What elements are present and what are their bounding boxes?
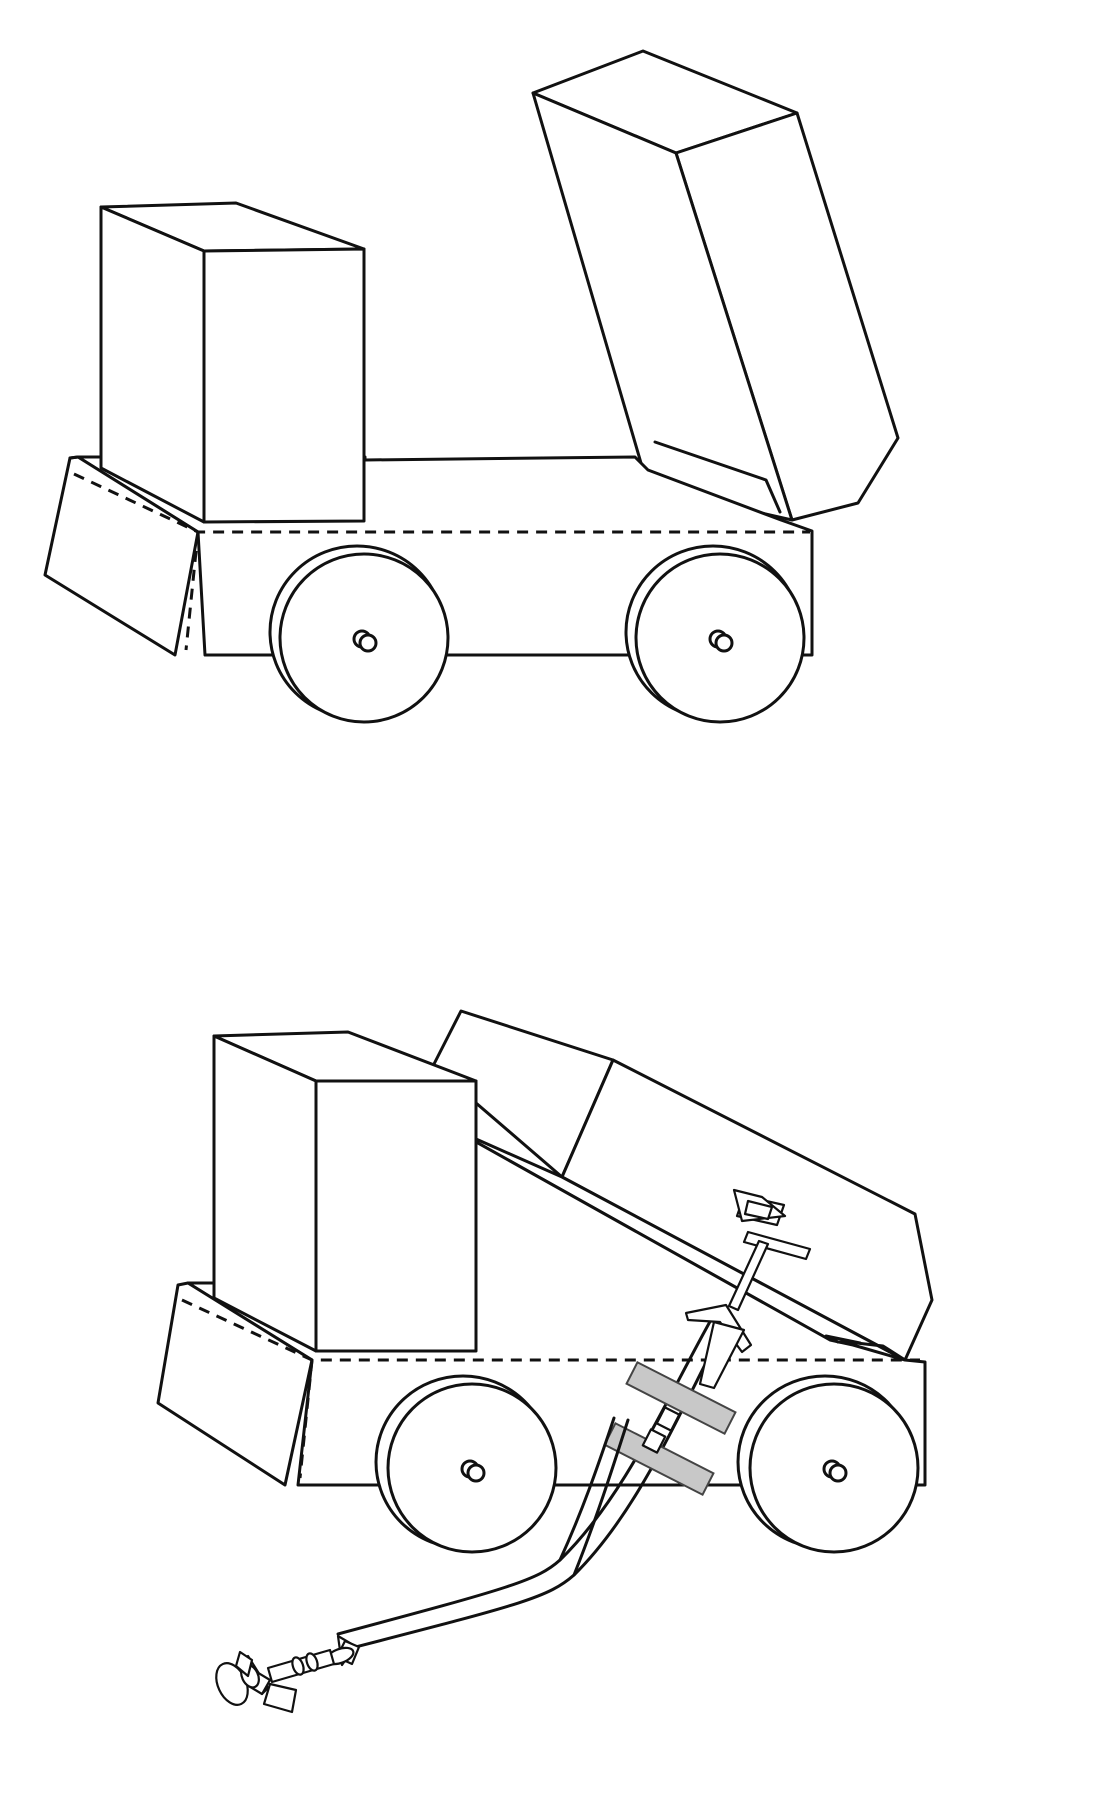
wheel-top-rear bbox=[624, 544, 806, 724]
cab-bottom bbox=[212, 1030, 478, 1353]
wheel-bottom-front bbox=[374, 1374, 558, 1554]
bottom-panel-truck-syringe-hydraulic bbox=[156, 1009, 934, 1714]
cab-top bbox=[99, 201, 366, 524]
tape-strip-upper bbox=[625, 1360, 737, 1436]
syringe-hydraulic-system bbox=[215, 1188, 812, 1714]
upper-syringe bbox=[684, 1188, 812, 1390]
wheel-bottom-rear bbox=[736, 1374, 920, 1554]
lower-syringe bbox=[215, 1634, 361, 1714]
top-panel-truck-raised-bed bbox=[43, 49, 900, 724]
wheel-top-front bbox=[268, 544, 450, 724]
dump-bed-raised bbox=[531, 49, 900, 522]
syringe-tube-front bbox=[558, 1416, 630, 1577]
chassis-bottom bbox=[156, 1140, 927, 1487]
